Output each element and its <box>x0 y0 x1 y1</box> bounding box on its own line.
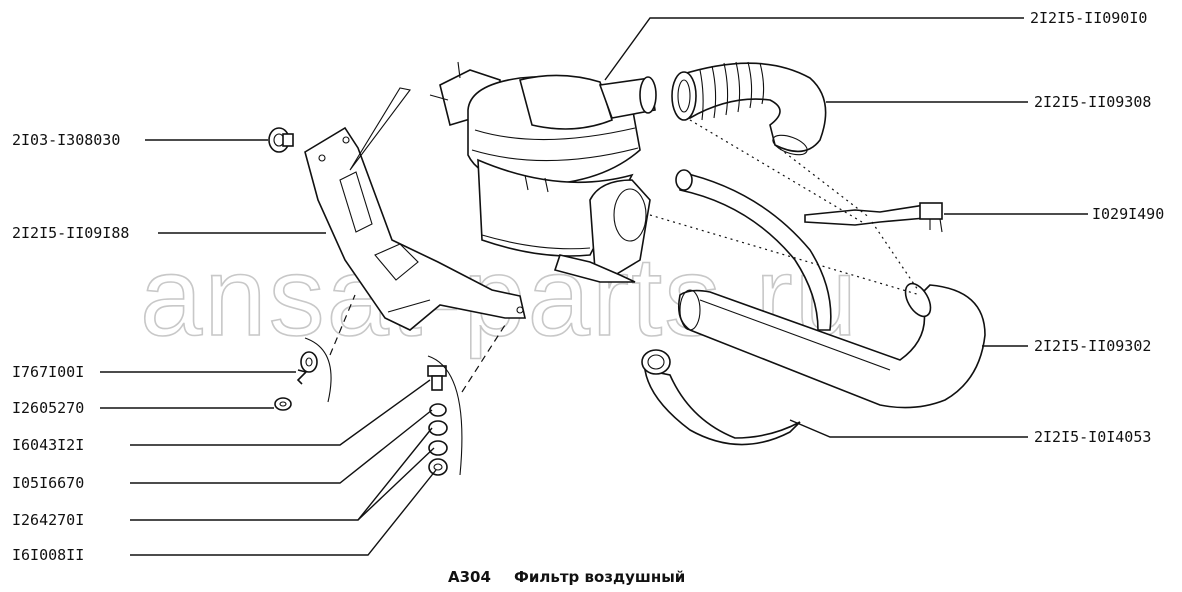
part-label[interactable]: 2I2I5-II09I88 <box>12 224 129 242</box>
corrugated-hose-drawing <box>671 61 827 156</box>
filter-housing-drawing <box>429 61 657 283</box>
part-label[interactable]: I6043I2I <box>12 436 84 454</box>
clamp-drawing <box>804 202 943 233</box>
bolt-group-left <box>274 351 318 411</box>
diagram-caption: А304 Фильтр воздушный <box>448 568 685 586</box>
part-label[interactable]: 2I03-I308030 <box>12 131 120 149</box>
caption-code: А304 <box>448 568 491 586</box>
part-label[interactable]: I767I00I <box>12 363 84 381</box>
part-label[interactable]: 2I2I5-II09308 <box>1034 93 1151 111</box>
caption-title: Фильтр воздушный <box>514 568 685 586</box>
bracket-drawing <box>304 126 527 331</box>
part-label[interactable]: I029I490 <box>1092 205 1164 223</box>
part-label[interactable]: I264270I <box>12 511 84 529</box>
bolt-group-right <box>427 365 448 476</box>
bent-tube-drawing <box>641 169 832 446</box>
parts-labels-left: 2I03-I308030 2I2I5-II09I88 I767I00I I260… <box>12 131 129 564</box>
part-label[interactable]: I2605270 <box>12 399 84 417</box>
parts-labels-right: 2I2I5-II090I0 2I2I5-II09308 I029I490 2I2… <box>1030 9 1164 446</box>
part-label[interactable]: I05I6670 <box>12 474 84 492</box>
grommet-drawing <box>268 127 294 153</box>
part-label[interactable]: 2I2I5-II09302 <box>1034 337 1151 355</box>
intake-pipe-drawing <box>677 282 986 409</box>
part-label[interactable]: I6I008II <box>12 546 84 564</box>
part-label[interactable]: 2I2I5-I0I4053 <box>1034 428 1151 446</box>
part-label[interactable]: 2I2I5-II090I0 <box>1030 9 1147 27</box>
